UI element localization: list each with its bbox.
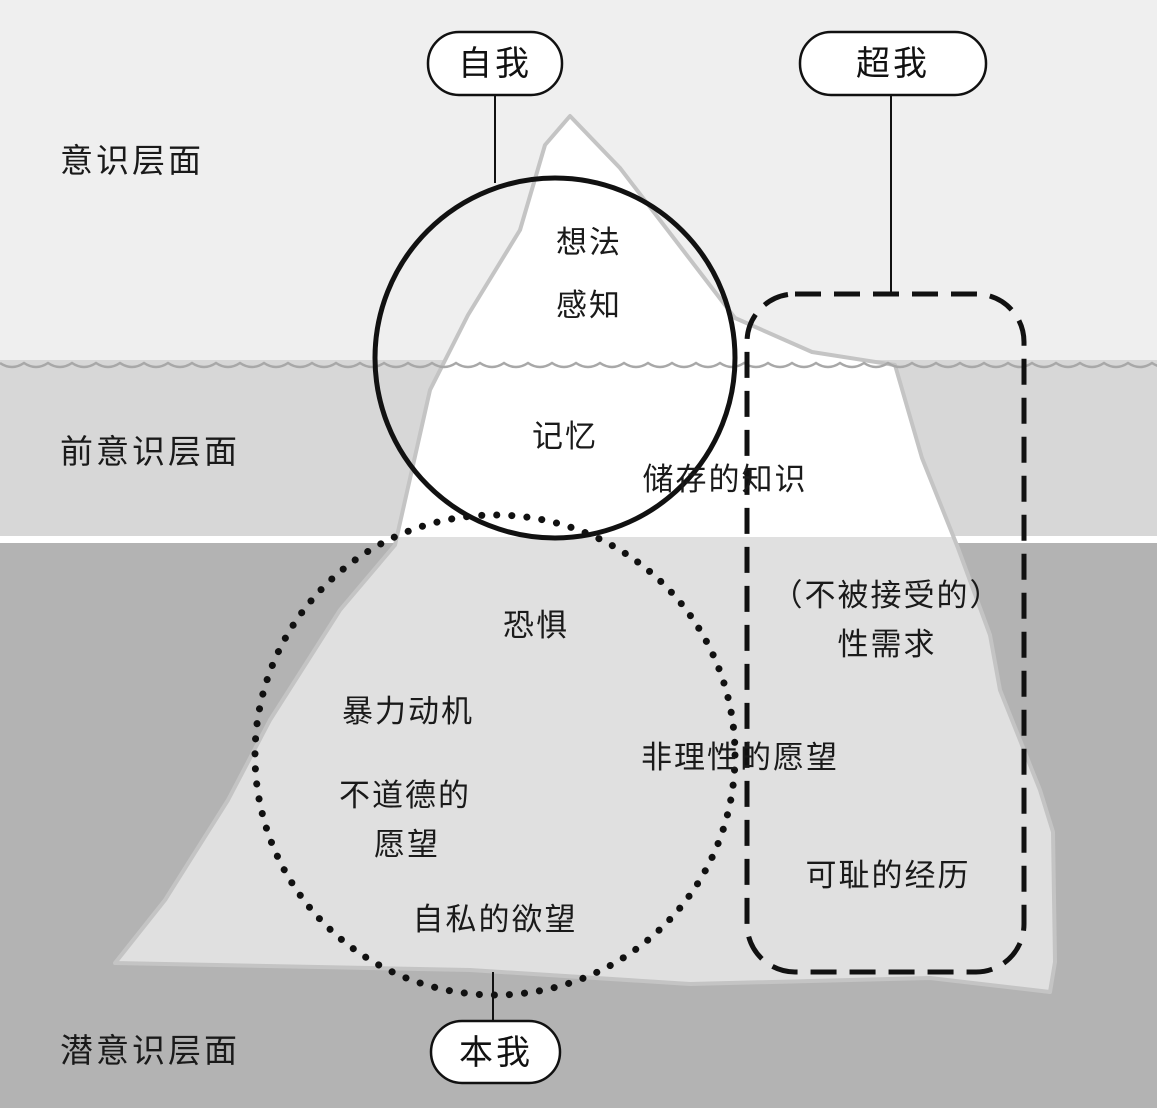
perceptions-label: 感知 — [556, 288, 622, 324]
thoughts-label: 想法 — [556, 225, 622, 261]
selfish-needs-label: 自私的欲望 — [413, 902, 578, 938]
water-surface-wave — [0, 361, 1157, 369]
ego-circle — [372, 175, 738, 541]
preconscious-level-label: 前意识层面 — [60, 432, 240, 471]
immoral-urges-label-line1: 不道德的 — [339, 778, 471, 814]
ego-pill: 自我 — [426, 30, 564, 97]
unacceptable-sexual-desires-label-line2: 性需求 — [838, 627, 937, 663]
immoral-urges-label-line2: 愿望 — [374, 827, 440, 863]
fears-label: 恐惧 — [503, 608, 569, 644]
id-label: 本我 — [459, 1033, 533, 1073]
stored-knowledge-label: 储存的知识 — [643, 462, 808, 498]
superego-pill: 超我 — [798, 30, 988, 97]
id-circle — [251, 511, 739, 999]
iceberg — [113, 114, 1057, 994]
violent-motives-label: 暴力动机 — [342, 694, 474, 730]
superego-label: 超我 — [856, 44, 930, 84]
memories-label: 记忆 — [532, 419, 598, 455]
unacceptable-sexual-desires-label-line1: （不被接受的） — [772, 578, 1003, 614]
unconscious-level-label: 潜意识层面 — [60, 1031, 240, 1070]
id-pill: 本我 — [429, 1019, 562, 1085]
ego-label: 自我 — [458, 44, 532, 84]
conscious-level-label: 意识层面 — [60, 141, 204, 180]
superego-region — [744, 291, 1027, 975]
shameful-experiences-label: 可耻的经历 — [806, 858, 971, 894]
irrational-wishes-label: 非理性的愿望 — [641, 740, 839, 776]
